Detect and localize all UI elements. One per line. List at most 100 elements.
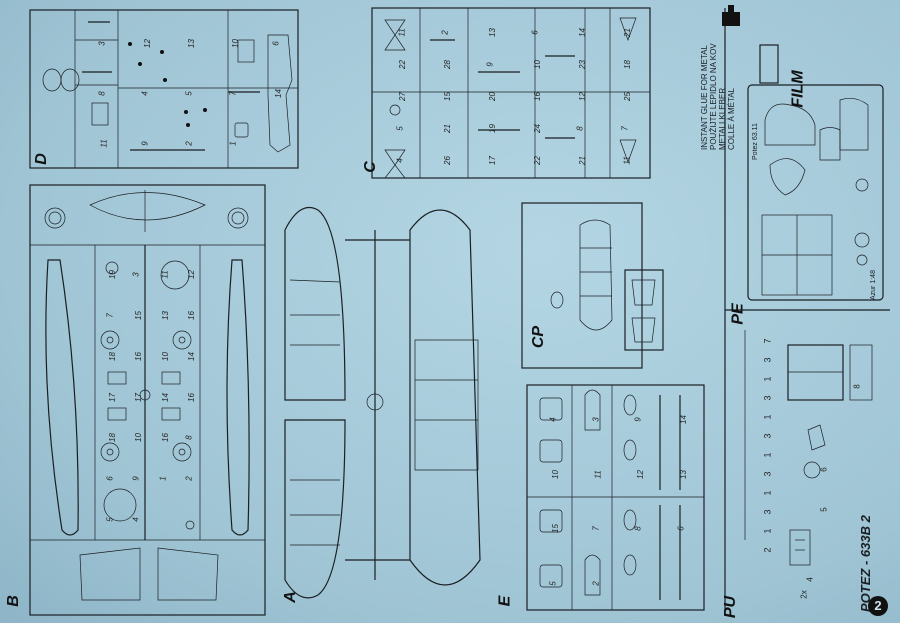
- part-number: 10: [134, 433, 144, 443]
- part-number: 21: [577, 156, 587, 165]
- part-number: 15: [134, 311, 144, 321]
- part-number: 10: [551, 469, 561, 479]
- part-number: 14: [274, 89, 284, 98]
- pu-part-number: 5: [819, 507, 829, 512]
- part-number: 15: [551, 524, 561, 534]
- part-number: 8: [184, 435, 194, 440]
- part-number: 16: [186, 392, 196, 402]
- pu-scale-number: 3: [762, 433, 773, 439]
- part-number: 14: [160, 392, 170, 402]
- glue-notice-line: COLLE À MÉTAL: [727, 87, 736, 150]
- pu-part-number: 2x: [799, 590, 809, 599]
- part-number: 17: [108, 392, 118, 402]
- pu-scale-number: 1: [762, 490, 773, 496]
- sprue-b-frame: [29, 184, 266, 616]
- part-number: 6: [530, 30, 540, 35]
- part-number: 16: [186, 311, 196, 321]
- part-number: 4: [548, 417, 558, 422]
- part-number: 13: [186, 39, 196, 48]
- part-number: 6: [271, 41, 281, 46]
- pu-scale-number: 7: [762, 338, 773, 344]
- film-label: FILM: [789, 70, 807, 108]
- part-number: 8: [575, 126, 585, 131]
- pu-scale-number: 1: [762, 452, 773, 458]
- part-number: 2: [591, 581, 601, 586]
- part-number: 16: [532, 92, 542, 101]
- part-number: 13: [487, 28, 497, 37]
- part-number: 9: [633, 417, 643, 422]
- part-number: 18: [108, 351, 118, 361]
- part-number: 22: [397, 60, 407, 69]
- part-number: 4: [141, 91, 151, 96]
- part-number: 2: [184, 141, 194, 146]
- sprue-label-b: B: [4, 595, 22, 607]
- part-number: 1: [228, 141, 238, 146]
- part-number: 17: [487, 156, 497, 165]
- sprue-label-pu: PU: [722, 595, 740, 619]
- glue-notice-line: POUŽIJTE LEPIDLO NA KOV: [709, 43, 718, 150]
- part-number: 3: [591, 417, 601, 422]
- pu-scale-number: 1: [762, 528, 773, 534]
- pu-scale-number: 1: [762, 414, 773, 420]
- part-number: 27: [397, 92, 407, 101]
- glue-notice: INSTANT GLUE FOR METAL POUŽIJTE LEPIDLO …: [700, 43, 736, 150]
- part-number: 14: [186, 351, 196, 361]
- part-number: 5: [548, 581, 558, 586]
- pu-scale-number: 3: [762, 395, 773, 401]
- part-number: 16: [160, 433, 170, 443]
- part-number: 28: [442, 60, 452, 69]
- page-number-badge: 2: [868, 596, 888, 616]
- sprue-cp: [521, 202, 664, 369]
- part-number: 12: [143, 39, 153, 48]
- part-number: 9: [132, 476, 142, 481]
- part-number: 9: [141, 141, 151, 146]
- part-number: 4: [132, 516, 142, 522]
- part-number: 1: [158, 476, 168, 481]
- pu-scale-number: 3: [762, 509, 773, 515]
- pu-part-number: 8: [852, 384, 862, 389]
- part-number: 19: [487, 124, 497, 133]
- part-number: 5: [105, 516, 115, 522]
- part-number: 10: [160, 351, 170, 361]
- part-number: 15: [442, 92, 452, 101]
- part-number: 6: [676, 526, 686, 531]
- part-number: 11: [160, 270, 170, 279]
- sprue-d-frame: [29, 9, 299, 169]
- part-number: 5: [184, 91, 194, 96]
- part-number: 7: [591, 526, 601, 531]
- part-number: 7: [228, 91, 238, 96]
- sprue-e-frame: [526, 384, 705, 611]
- part-number: 3: [97, 41, 107, 46]
- part-number: 12: [636, 469, 646, 479]
- pu-scale-number: 3: [762, 471, 773, 477]
- sprue-a: [284, 206, 481, 599]
- pu-part-number: 6: [819, 467, 829, 472]
- part-number: 12: [186, 270, 196, 280]
- part-number: 11: [397, 28, 407, 37]
- pe-code: Azur 1:48: [870, 270, 877, 300]
- film-strip: [759, 44, 779, 84]
- part-number: 6: [105, 476, 115, 481]
- pu-part-number: 4: [805, 577, 815, 582]
- sprue-label-a: A: [281, 591, 299, 603]
- part-number: 13: [678, 469, 688, 479]
- part-number: 2: [440, 30, 450, 35]
- part-number: 11: [99, 139, 109, 148]
- part-number: 9: [485, 62, 495, 67]
- part-number: 18: [108, 433, 118, 443]
- sprue-label-d: D: [32, 153, 50, 165]
- glue-icon: [722, 12, 740, 26]
- part-number: 10: [532, 60, 542, 69]
- part-number: 11: [622, 156, 632, 165]
- glue-notice-line: METALLKLEBER: [718, 87, 727, 150]
- part-number: 21: [622, 28, 632, 37]
- part-number: 5: [395, 126, 405, 131]
- part-number: 21: [442, 124, 452, 133]
- part-number: 20: [487, 92, 497, 101]
- part-number: 13: [160, 311, 170, 321]
- part-number: 2: [184, 476, 194, 481]
- part-number: 24: [532, 124, 542, 133]
- part-number: 8: [633, 526, 643, 531]
